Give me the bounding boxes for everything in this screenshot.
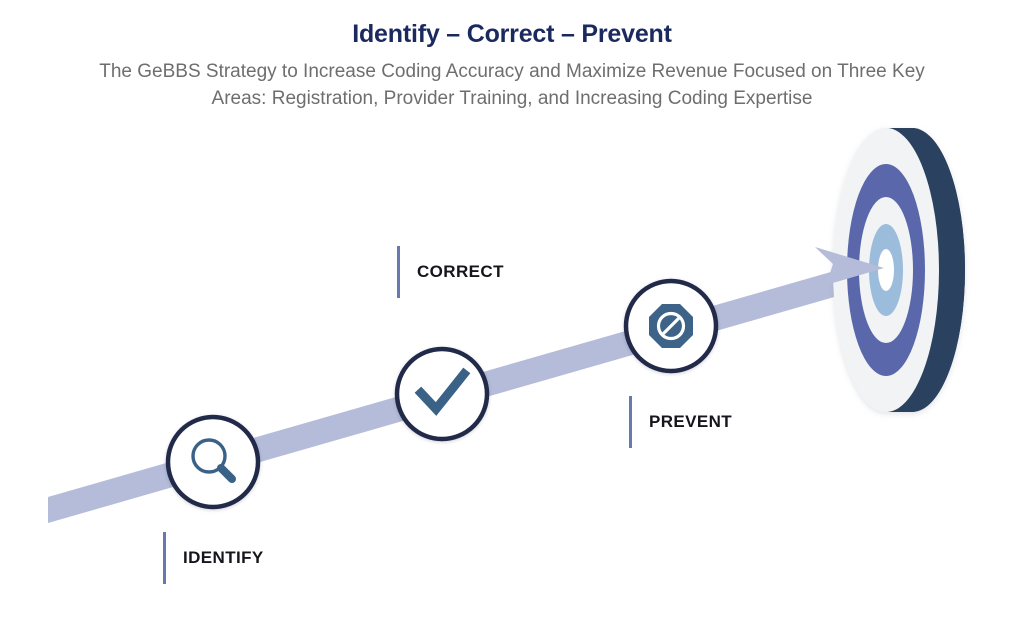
target-bullseye-center	[878, 249, 894, 291]
arrow-head	[815, 247, 884, 285]
step-label-prevent: PREVENT	[629, 396, 732, 448]
step-tick-prevent	[629, 396, 632, 448]
header: Identify – Correct – Prevent The GeBBS S…	[0, 0, 1024, 113]
page-title: Identify – Correct – Prevent	[352, 20, 672, 48]
page-subtitle: The GeBBS Strategy to Increase Coding Ac…	[37, 49, 987, 113]
step-circle-identify	[165, 414, 261, 510]
step-label-correct: CORRECT	[397, 246, 504, 298]
checkmark-icon	[414, 367, 471, 416]
magnifier-icon	[191, 438, 236, 483]
no-entry-octagon-icon	[649, 304, 693, 348]
subtitle-line-2: Areas: Registration, Provider Training, …	[211, 88, 813, 110]
subtitle-line-1: The GeBBS Strategy to Increase Coding Ac…	[99, 60, 925, 82]
step-label-text-identify: IDENTIFY	[183, 548, 264, 567]
step-label-text-correct: CORRECT	[417, 262, 504, 281]
step-node-correct[interactable]	[394, 346, 490, 442]
step-label-text-prevent: PREVENT	[649, 412, 733, 431]
step-node-identify[interactable]	[165, 414, 261, 510]
step-tick-correct	[397, 246, 400, 298]
bullseye-target	[833, 128, 965, 412]
step-node-prevent[interactable]	[623, 278, 719, 374]
step-tick-identify	[163, 532, 166, 584]
step-circle-correct	[394, 346, 490, 442]
step-label-identify: IDENTIFY	[163, 532, 264, 584]
